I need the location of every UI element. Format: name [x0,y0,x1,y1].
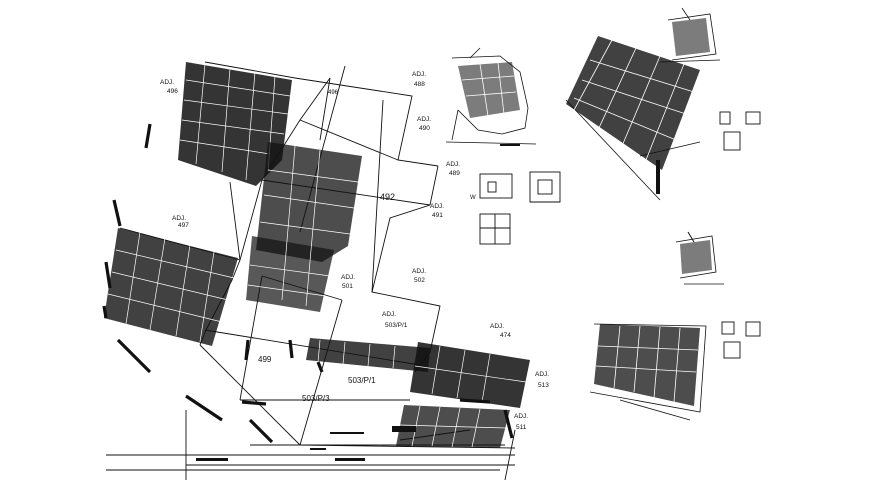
label-adj-513-num: 513 [538,382,549,389]
label-adj-502: ADJ. [412,268,426,275]
mark-w: W [470,195,476,201]
detail-plan-bottom-right [589,323,707,421]
label-adj-503p1-num: 503/P/1 [385,322,408,329]
plot-496-top: 496 [328,90,339,96]
label-adj-513: ADJ. [535,371,549,378]
label-adj-488: ADJ. [412,71,426,78]
plot-labels: ADJ. 496 ADJ. 488 ADJ. 490 ADJ. 489 ADJ.… [160,71,549,431]
detail-plan-middle-right [675,231,724,285]
detail-plan-top-right [565,7,721,201]
label-adj-503p1: ADJ. [382,311,396,318]
label-adj-474-num: 474 [500,332,511,339]
housing-block-left [104,228,238,346]
main-site-plan: ADJ. 496 ADJ. 488 ADJ. 490 ADJ. 489 ADJ.… [102,61,549,481]
plot-492: 492 [380,192,395,202]
road-annotations [196,426,416,461]
label-adj-511: ADJ. [514,413,528,420]
boundary-wall-marks [102,123,514,444]
label-adj-502-num: 502 [414,277,425,284]
housing-block-upper-left [178,62,292,186]
label-adj-489: ADJ. [446,161,460,168]
label-adj-474: ADJ. [490,323,504,330]
housing-block-lower-right [306,338,530,448]
label-adj-496: ADJ. [160,79,174,86]
plot-numbers: 492 499 503/P/1 503/P/3 496 [258,90,395,403]
label-adj-496-num: 496 [167,88,178,95]
label-adj-497: ADJ. [172,215,186,222]
label-adj-511-num: 511 [516,424,527,431]
label-adj-491-num: 491 [432,212,443,219]
label-adj-501: ADJ. [341,274,355,281]
label-adj-490-num: 490 [419,125,430,132]
plot-499: 499 [258,355,272,364]
housing-block-center [246,142,362,312]
plot-503p3: 503/P/3 [302,394,330,403]
plot-503p1-lower: 503/P/1 [348,376,376,385]
house-elevation-details [479,111,761,359]
label-adj-501-num: 501 [342,283,353,290]
label-adj-497-num: 497 [178,222,189,229]
label-adj-490: ADJ. [417,116,431,123]
label-adj-489-num: 489 [449,170,460,177]
detail-plan-top-middle [445,47,537,146]
label-adj-491: ADJ. [430,203,444,210]
label-adj-488-num: 488 [414,81,425,88]
